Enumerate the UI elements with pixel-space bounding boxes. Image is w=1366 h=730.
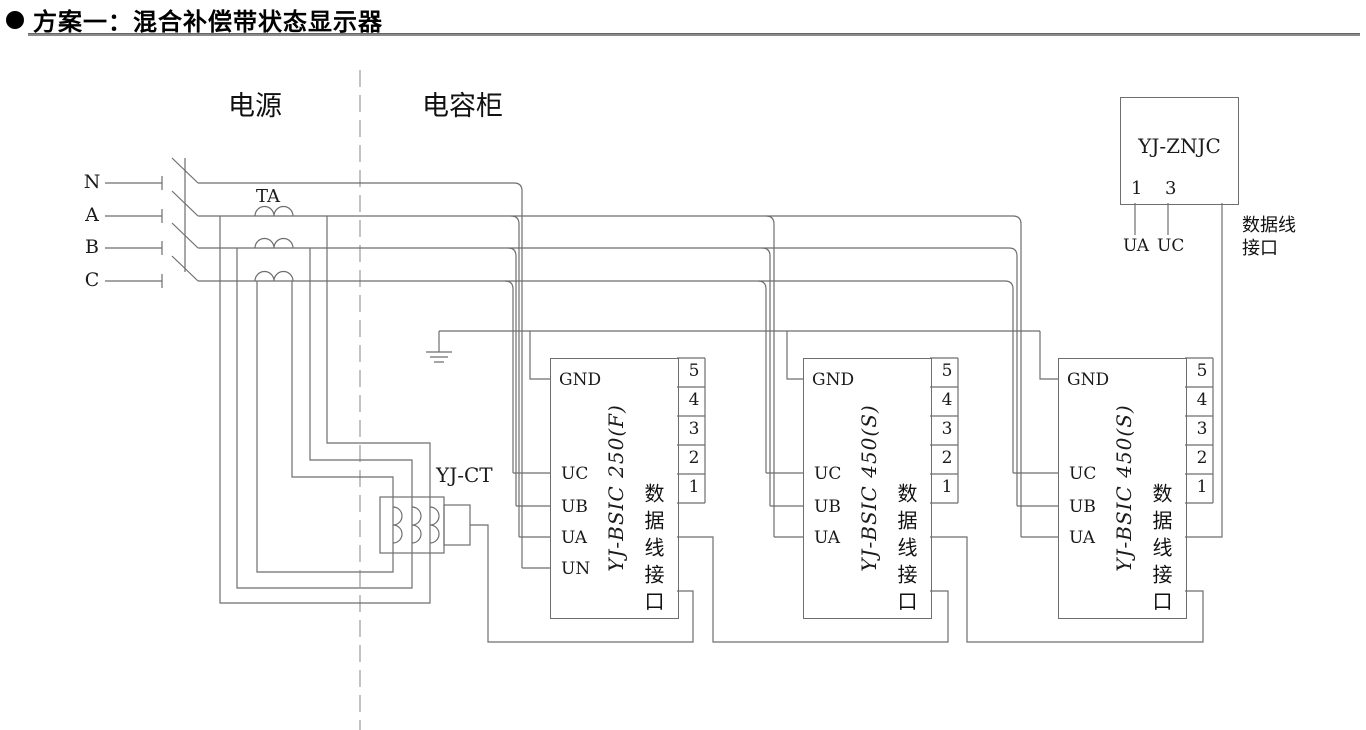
pin-cells-box1 <box>677 357 706 504</box>
terminal-label-uc: UC <box>814 464 842 484</box>
pin-label-2: 2 <box>688 448 700 468</box>
terminal-label-gnd: GND <box>559 370 602 390</box>
pin-label-2: 2 <box>1196 448 1208 468</box>
device-model-label: YJ-BSIC 450(S) <box>857 404 881 572</box>
yjct-label: YJ-CT <box>436 463 493 487</box>
pin-label-4: 4 <box>688 390 700 410</box>
ta-label: TA <box>256 186 281 207</box>
pin-cells-box2 <box>930 357 959 504</box>
phase-a-tap-box1 <box>510 215 550 538</box>
dataline-yjct-to-box1 <box>470 524 694 643</box>
phase-label-a: A <box>85 204 99 226</box>
device-box-2: GND UC UB UA YJ-BSIC 450(S) 数据线接口 <box>803 358 932 619</box>
device-box-1: GND UC UB UA UN YJ-BSIC 250(F) 数据线接口 <box>550 358 679 619</box>
phase-leadin-lines <box>105 182 162 282</box>
znjc-pin-3: 3 <box>1165 178 1177 199</box>
data-port-label: 数据线接口 <box>894 483 918 618</box>
phase-label-n: N <box>83 171 101 193</box>
dataline-port-label-line1: 数据线 <box>1242 215 1296 235</box>
pin-label-3: 3 <box>941 419 953 439</box>
device-model-label: YJ-BSIC 250(F) <box>604 404 628 572</box>
pin-label-5: 5 <box>688 361 700 381</box>
ta-coil-phase-c <box>254 270 294 282</box>
dataline-box1-to-box2 <box>677 536 949 643</box>
capacitor-section-label: 电容柜 <box>422 91 503 122</box>
ground-symbol <box>426 331 452 363</box>
znjc-box: YJ-ZNJC 1 3 <box>1120 97 1239 205</box>
ct-loop-phase-b <box>236 248 413 589</box>
yjct-coil-3 <box>429 506 440 544</box>
terminal-label-gnd: GND <box>812 370 855 390</box>
terminal-label-gnd: GND <box>1067 370 1110 390</box>
phase-b-wire <box>198 247 1058 507</box>
terminal-label-ub: UB <box>1069 497 1096 517</box>
page-title: 方案一：混合补偿带状态显示器 <box>33 9 383 36</box>
dataline-box2-to-box3 <box>930 536 1204 643</box>
bullet-icon <box>6 10 24 29</box>
phase-label-b: B <box>85 236 99 258</box>
pin-cells-box3 <box>1185 357 1214 504</box>
phase-label-c: C <box>84 269 100 291</box>
yjct-connector <box>443 504 471 546</box>
pin-label-5: 5 <box>1196 361 1208 381</box>
terminal-label-ub: UB <box>814 497 841 517</box>
pin-label-3: 3 <box>1196 419 1208 439</box>
power-section-label: 电源 <box>228 91 282 122</box>
gnd-drop-box3 <box>1039 331 1058 380</box>
ct-loop-phase-a <box>219 216 431 604</box>
terminal-label-uc: UC <box>1069 464 1097 484</box>
pin-label-3: 3 <box>688 419 700 439</box>
yjct-coil-2 <box>411 506 422 544</box>
phase-a-wire <box>198 215 1058 538</box>
terminal-label-ua: UA <box>561 528 588 548</box>
gnd-drop-box1 <box>529 331 550 380</box>
phase-n-wire <box>198 182 550 569</box>
device-model-label: YJ-BSIC 450(S) <box>1112 404 1136 572</box>
ta-coil-phase-a <box>254 205 294 217</box>
terminal-label-ub: UB <box>561 497 588 517</box>
znjc-model-label: YJ-ZNJC <box>1138 134 1221 158</box>
ct-loop-phase-c <box>256 281 394 573</box>
page-title-row: 方案一：混合补偿带状态显示器 <box>6 2 383 37</box>
phase-b-tap-box1 <box>507 247 550 507</box>
terminal-label-ua: UA <box>1069 528 1096 548</box>
znjc-terminal-ua: UA <box>1123 236 1150 256</box>
pin-label-4: 4 <box>1196 390 1208 410</box>
device-box-3: GND UC UB UA YJ-BSIC 450(S) 数据线接口 <box>1058 358 1187 619</box>
znjc-terminal-uc: UC <box>1157 236 1185 256</box>
phase-b-tap-box2 <box>761 247 803 507</box>
phase-a-tap-box2 <box>765 215 803 538</box>
gnd-drop-box2 <box>786 331 803 380</box>
yjct-coil-1 <box>392 506 403 544</box>
title-underline <box>28 33 1360 36</box>
terminal-label-ua: UA <box>814 528 841 548</box>
pin-label-1: 1 <box>688 477 700 497</box>
data-port-label: 数据线接口 <box>1149 483 1173 618</box>
pin-label-1: 1 <box>1196 477 1208 497</box>
terminal-label-un: UN <box>561 559 591 579</box>
dataline-port-label-line2: 接口 <box>1242 238 1278 258</box>
dataline-box3-to-znjc <box>1185 203 1223 538</box>
terminal-label-uc: UC <box>561 464 589 484</box>
pin-label-4: 4 <box>941 390 953 410</box>
phase-c-tap-box1 <box>504 280 550 474</box>
pin-label-2: 2 <box>941 448 953 468</box>
pin-label-1: 1 <box>941 477 953 497</box>
znjc-pin-1: 1 <box>1131 178 1143 199</box>
dataline-port-label: 数据线 接口 <box>1242 214 1296 260</box>
znjc-terminal-stubs <box>1134 203 1169 235</box>
phase-c-wire <box>198 280 1058 474</box>
pin-label-5: 5 <box>941 361 953 381</box>
phase-c-tap-box2 <box>757 280 803 474</box>
ta-coil-phase-b <box>254 237 294 249</box>
data-port-label: 数据线接口 <box>641 483 665 618</box>
